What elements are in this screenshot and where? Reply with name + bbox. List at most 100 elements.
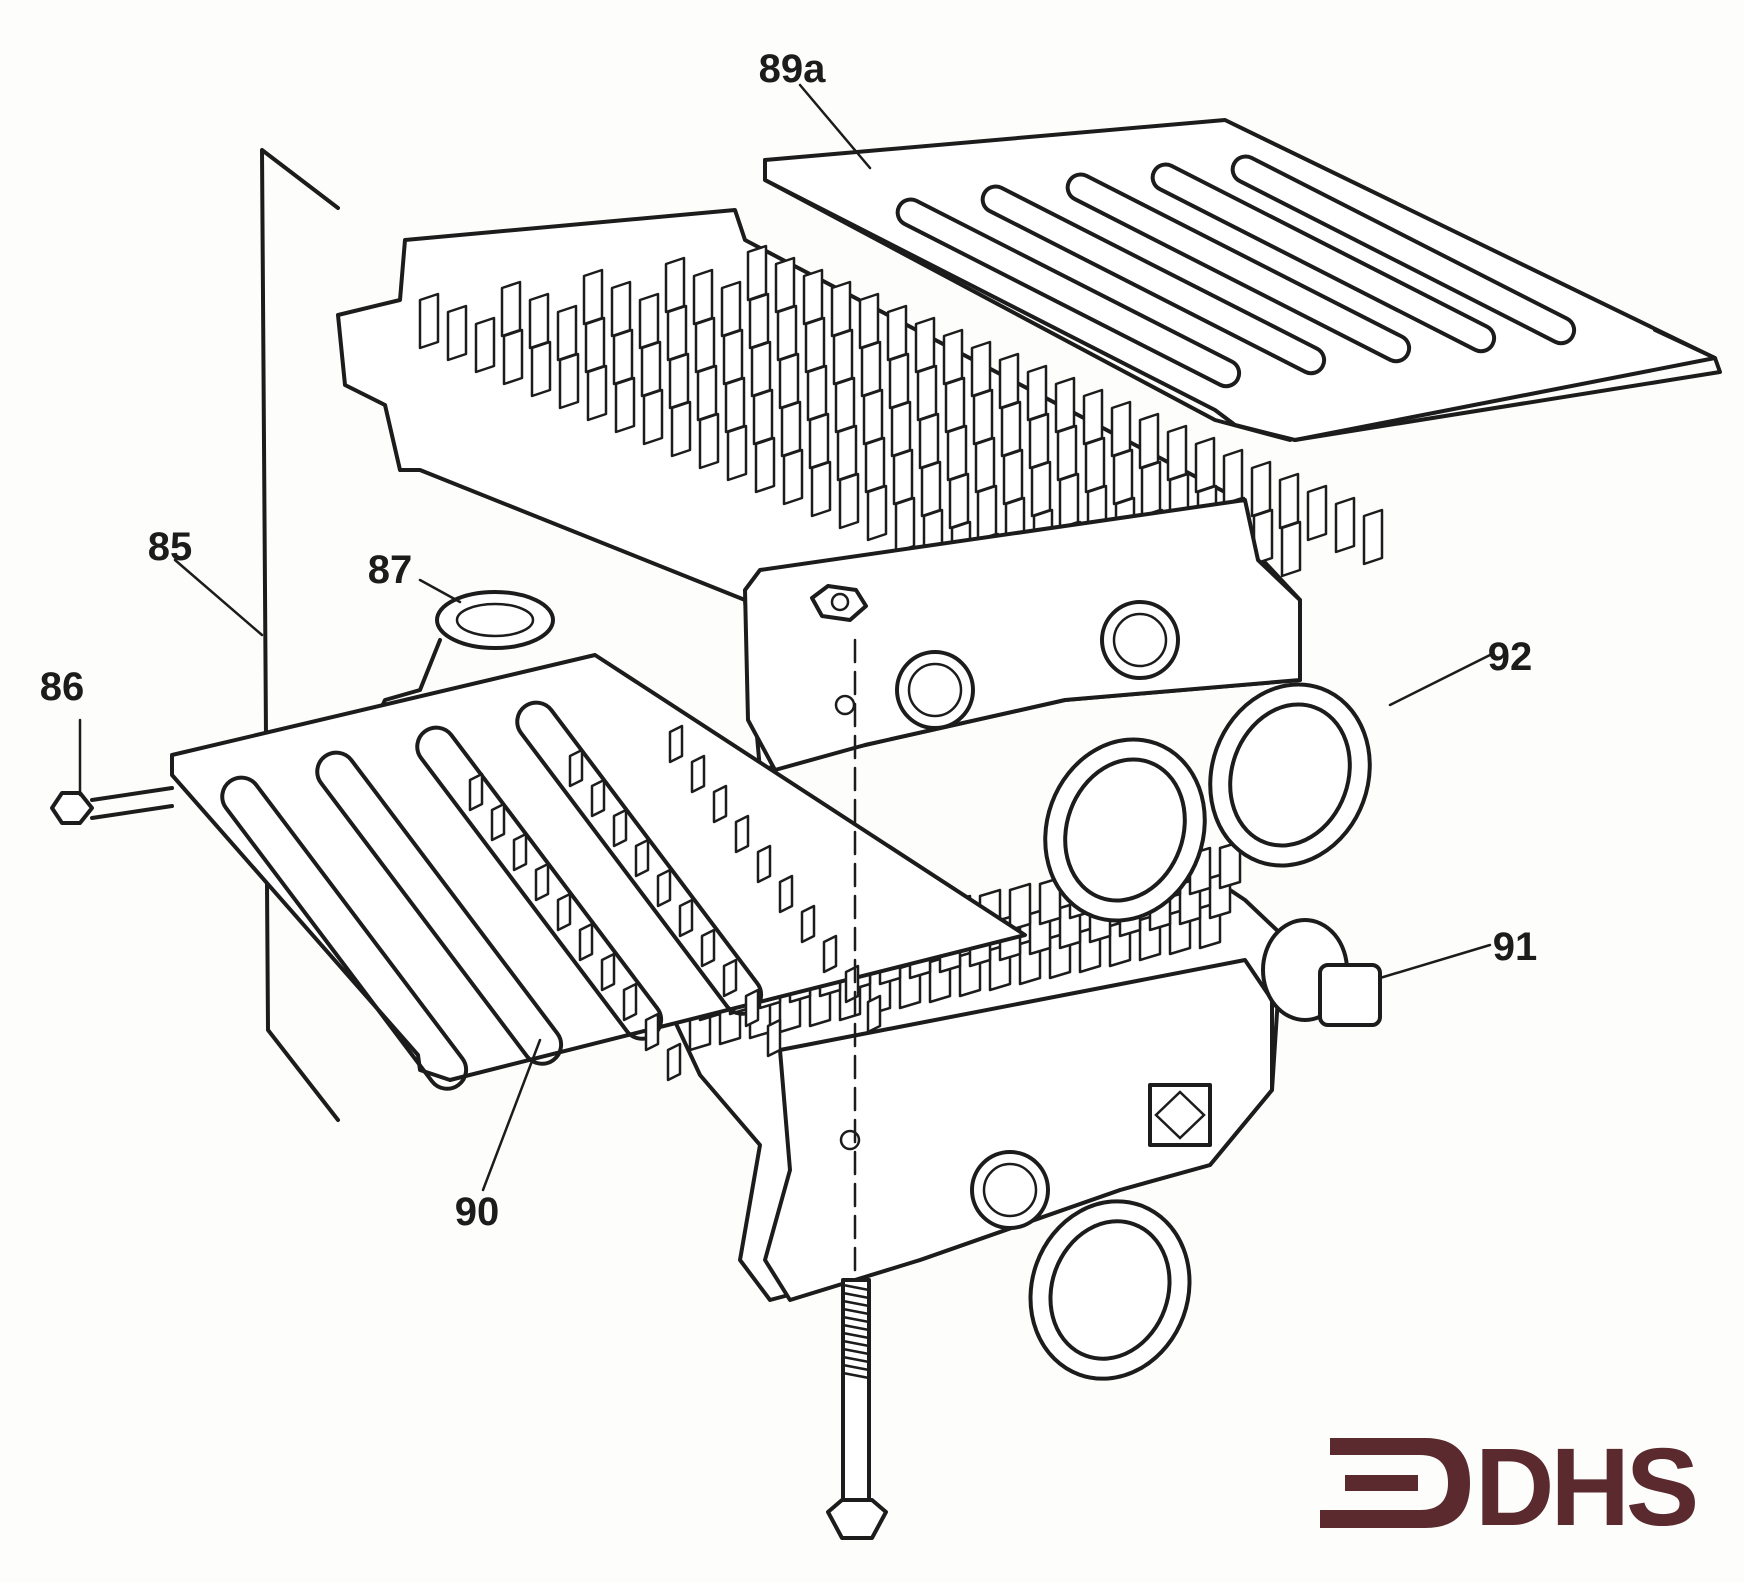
fin xyxy=(942,328,964,386)
fin xyxy=(590,778,606,818)
fin xyxy=(976,484,998,542)
dhs-logo: DHS xyxy=(1320,1426,1700,1549)
fin xyxy=(916,364,938,422)
callout-85: 85 xyxy=(148,525,193,569)
fin xyxy=(836,424,858,482)
fin xyxy=(1334,496,1356,554)
fin xyxy=(778,352,800,410)
fin xyxy=(578,922,594,962)
fin xyxy=(670,400,692,458)
fin xyxy=(1002,448,1024,506)
fin xyxy=(766,1018,782,1058)
fin xyxy=(810,460,832,518)
bolt-thread xyxy=(841,1355,871,1364)
fin xyxy=(556,304,578,362)
fin xyxy=(614,376,636,434)
fin xyxy=(1280,520,1302,578)
fin xyxy=(584,316,606,374)
fin xyxy=(1084,436,1106,494)
fin xyxy=(802,268,824,326)
fin xyxy=(722,328,744,386)
fin xyxy=(860,340,882,398)
fin xyxy=(1000,400,1022,458)
fin xyxy=(530,340,552,398)
fin xyxy=(698,412,720,470)
bolt-thread xyxy=(841,1307,871,1316)
fin xyxy=(774,256,796,314)
bolt-thread xyxy=(841,1323,871,1332)
fin xyxy=(1194,436,1216,494)
fin xyxy=(1056,424,1078,482)
callout-91: 91 xyxy=(1493,925,1538,969)
fin xyxy=(744,988,760,1028)
fin xyxy=(722,958,738,998)
fin xyxy=(1138,412,1160,470)
upper-heat-exchanger xyxy=(336,208,1384,772)
fin xyxy=(886,304,908,362)
screw xyxy=(50,786,174,825)
logo-mark xyxy=(1320,1438,1470,1528)
fin xyxy=(834,376,856,434)
fin xyxy=(558,352,580,410)
fin xyxy=(920,460,942,518)
fin xyxy=(866,994,882,1034)
fin xyxy=(822,934,838,974)
fin xyxy=(678,898,694,938)
fin xyxy=(726,424,748,482)
fin xyxy=(1026,364,1048,422)
fin xyxy=(776,304,798,362)
fin xyxy=(664,256,686,314)
fin xyxy=(864,436,886,494)
fin xyxy=(998,352,1020,410)
fin xyxy=(666,304,688,362)
fin xyxy=(750,340,772,398)
fin xyxy=(720,280,742,338)
callout-labels: 85 86 87 89a 90 91 92 xyxy=(40,47,1538,1234)
fin xyxy=(948,472,970,530)
fin xyxy=(712,784,728,824)
fin xyxy=(944,376,966,434)
fin xyxy=(734,814,750,854)
fin xyxy=(556,892,572,932)
baffle-plate xyxy=(170,653,1027,1091)
fin xyxy=(1030,460,1052,518)
fin xyxy=(724,376,746,434)
fin xyxy=(1054,376,1076,434)
callout-89a: 89a xyxy=(759,47,826,91)
fin xyxy=(700,928,716,968)
fin xyxy=(838,472,860,530)
fin xyxy=(696,364,718,422)
fin xyxy=(780,400,802,458)
bolt-thread xyxy=(841,1363,871,1372)
bolt-thread xyxy=(841,1347,871,1356)
callout-87: 87 xyxy=(368,548,413,592)
fin xyxy=(782,448,804,506)
fin xyxy=(778,874,794,914)
fin xyxy=(502,328,524,386)
fin xyxy=(832,328,854,386)
fin xyxy=(914,316,936,374)
bolt-thread xyxy=(841,1283,871,1292)
fin xyxy=(586,364,608,422)
fin xyxy=(918,412,940,470)
fin xyxy=(668,724,684,764)
fin xyxy=(1306,484,1328,542)
burner-connector xyxy=(376,590,555,717)
fin xyxy=(634,838,650,878)
fin xyxy=(974,436,996,494)
fin xyxy=(418,292,440,350)
callout-86: 86 xyxy=(40,665,85,709)
fin xyxy=(468,772,484,812)
logo-text: DHS xyxy=(1475,1426,1696,1549)
fin xyxy=(946,424,968,482)
long-bolt xyxy=(826,638,888,1540)
fin xyxy=(490,802,506,842)
callout-90: 90 xyxy=(455,1190,500,1234)
fin xyxy=(610,280,632,338)
fin xyxy=(1140,460,1162,518)
fin xyxy=(804,316,826,374)
seal-rings xyxy=(1028,682,1372,1381)
fin xyxy=(972,388,994,446)
fin xyxy=(474,316,496,374)
bolt-thread xyxy=(841,1339,871,1348)
